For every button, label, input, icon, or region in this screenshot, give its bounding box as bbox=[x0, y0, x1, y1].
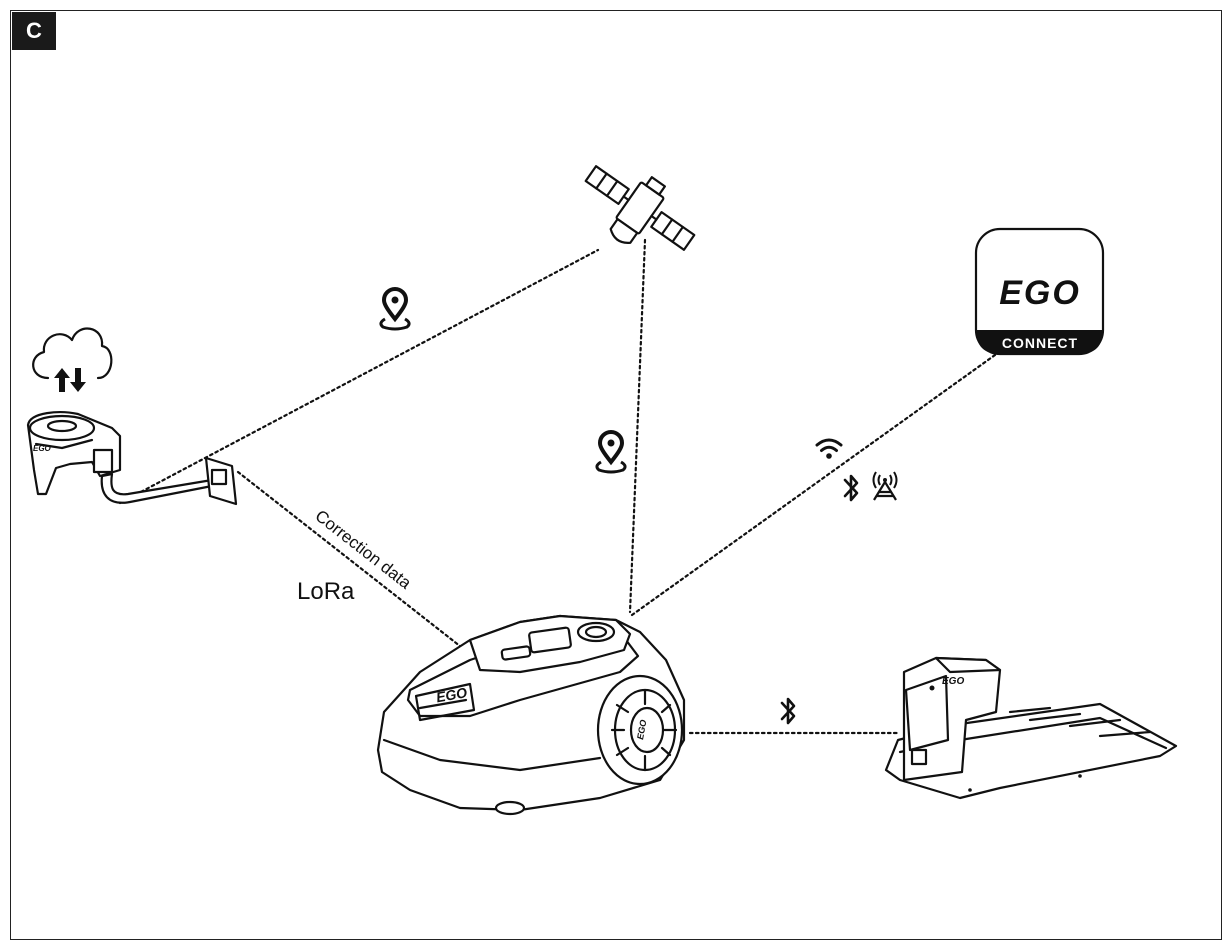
robotic-mower-illustration: EGO EGO bbox=[376, 614, 686, 816]
cloud-upload-download-icon bbox=[32, 327, 113, 392]
wheel-logo-text: EGO bbox=[635, 719, 648, 740]
bluetooth-icon bbox=[780, 697, 796, 725]
dock-logo-text: EGO bbox=[942, 676, 964, 687]
line-satellite-mower bbox=[628, 238, 647, 614]
figure-frame bbox=[10, 10, 1222, 940]
cell-tower-icon bbox=[872, 471, 898, 501]
mower-logo-text: EGO bbox=[435, 684, 469, 705]
figure-badge: C bbox=[12, 12, 56, 50]
line-base-mower-lora bbox=[236, 470, 467, 652]
app-logo-text: EGO bbox=[999, 274, 1081, 312]
app-bar-text: CONNECT bbox=[1002, 335, 1078, 351]
line-base-satellite bbox=[118, 248, 600, 505]
location-pin-icon bbox=[595, 430, 627, 474]
wifi-icon bbox=[815, 438, 843, 459]
base-station-illustration: EGO bbox=[26, 411, 238, 506]
location-pin-icon bbox=[379, 287, 411, 331]
line-app-mower bbox=[630, 353, 997, 617]
satellite-icon bbox=[584, 165, 696, 251]
charging-dock-illustration: EGO bbox=[884, 656, 1178, 800]
connection-lines bbox=[118, 238, 997, 735]
ego-connect-app-icon: EGO CONNECT bbox=[974, 227, 1105, 356]
bluetooth-icon bbox=[843, 474, 859, 502]
lora-label: LoRa bbox=[297, 578, 355, 605]
base-logo: EGO bbox=[33, 444, 52, 453]
